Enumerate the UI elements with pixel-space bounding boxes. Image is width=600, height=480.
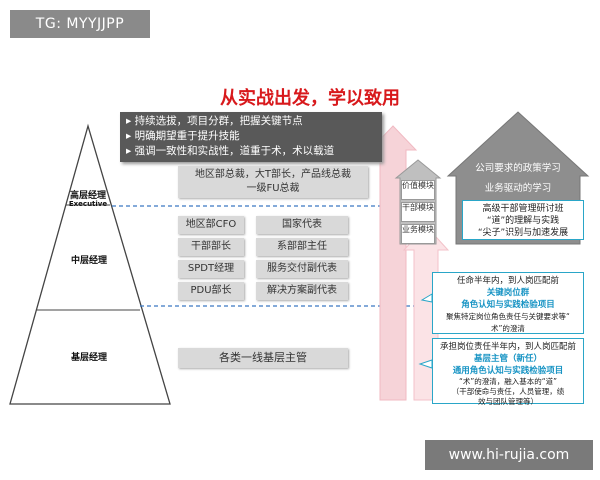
bullet-item: ▸ 持续选拔，项目分群，把握关键节点 [126, 115, 303, 127]
level-middle: 中层经理 [70, 256, 107, 266]
middle-role-box: 干部部长 [178, 238, 244, 256]
module-business: 业务模块 [401, 224, 435, 244]
callout-base: 承担岗位责任半年内，到人岗匹配前 基层主管（新任） 通用角色认知与实践检验项目 … [432, 338, 584, 406]
bullet-item: ▸ 明确期望重于提升技能 [126, 130, 240, 142]
middle-role-box: SPDT经理 [178, 260, 244, 278]
callout-line: “道”的理解与实践 [486, 216, 560, 226]
callout-senior: 高级干部管理研讨班 “道”的理解与实践 “尖子”识别与加速发展 [462, 200, 584, 240]
callout-line: 聚焦特定岗位角色责任与关键要求等“ [446, 312, 570, 321]
module-value: 价值模块 [401, 180, 435, 200]
callout-line: （干部使命与责任，人员管理，绩 [451, 387, 565, 396]
middle-role-box: 服务交付副代表 [256, 260, 348, 278]
level-senior: 高层经理 [69, 191, 106, 201]
callout-line: 关键岗位群 [486, 288, 530, 298]
middle-role-box: 系部部主任 [256, 238, 348, 256]
middle-role-box: 国家代表 [256, 216, 348, 234]
module-cadre: 干部模块 [401, 202, 435, 222]
callout-line: 术”的澄清 [491, 324, 525, 333]
middle-role-box: 解决方案副代表 [256, 282, 348, 300]
level-base: 基层经理 [70, 353, 107, 363]
callout-line: 效与团队管理等） [478, 397, 538, 406]
callout-line: “尖子”识别与加速发展 [477, 228, 569, 238]
callout-line: 基层主管（新任） [473, 354, 542, 364]
senior-roles-line: 地区部总裁，大T部长，产品线总裁 [194, 169, 352, 180]
senior-roles-box: 地区部总裁，大T部长，产品线总裁 一级FU总裁 [178, 166, 368, 198]
middle-role-box: PDU部长 [178, 282, 244, 300]
callout-line: “术”的澄清，融入基本的“道” [458, 377, 558, 386]
house-text-policy: 公司要求的政策学习 [475, 163, 561, 174]
callout-line: 高级干部管理研讨班 [482, 204, 564, 214]
callout-line: 任命半年内，到人岗匹配前 [456, 276, 559, 286]
pyramid [9, 123, 171, 405]
website-label: www.hi-rujia.com [425, 440, 593, 470]
headline: 从实战出发，学以致用 [220, 88, 400, 109]
tag-label: TG: MYYJJPP [10, 10, 150, 38]
callout-middle: 任命半年内，到人岗匹配前 关键岗位群 角色认知与实践检验项目 聚焦特定岗位角色责… [432, 272, 584, 334]
house-text-business: 业务驱动的学习 [484, 183, 552, 194]
senior-roles-line: 一级FU总裁 [246, 183, 300, 194]
bullet-item: ▸ 强调一致性和实战性，道重于术，术以载道 [126, 145, 335, 157]
callout-line: 承担岗位责任半年内，到人岗匹配前 [439, 342, 576, 352]
principles-box: ▸ 持续选拔，项目分群，把握关键节点 ▸ 明确期望重于提升技能 ▸ 强调一致性和… [120, 112, 382, 162]
middle-role-box: 地区部CFO [178, 216, 244, 234]
base-roles-box: 各类一线基层主管 [178, 348, 348, 368]
callout-line: 角色认知与实践检验项目 [461, 300, 555, 310]
callout-line: 通用角色认知与实践检验项目 [452, 366, 564, 376]
level-executive: Executive [68, 200, 108, 208]
